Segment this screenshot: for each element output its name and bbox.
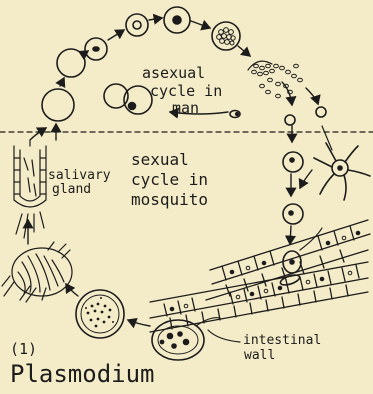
sporozoite-release — [2, 242, 72, 302]
salivary-gland-label-line-1: salivary — [48, 169, 111, 182]
intestinal-wall-label-line-1: intestinal — [243, 334, 321, 347]
intestinal-wall-label-line-2: wall — [244, 349, 275, 362]
salivary-gland-label-line-2: gland — [52, 183, 91, 196]
ookinete-penetrating — [279, 273, 300, 287]
sexual-label-line-1: sexual — [131, 152, 189, 168]
mature-to-sporozoite-arrow — [66, 284, 78, 296]
mature-oocyst — [76, 290, 124, 338]
gametocyte-stages — [283, 126, 370, 273]
intestinal-wall-cells — [150, 220, 370, 332]
gland-to-man-arrow — [30, 128, 46, 140]
figure-caption: Plasmodium — [10, 362, 155, 386]
asexual-label-line-3: man — [172, 101, 199, 116]
salivary-gland — [14, 140, 46, 238]
sexual-label-line-2: cycle in — [131, 172, 208, 188]
asexual-label-line-2: cycle in — [150, 84, 222, 99]
oocyst — [152, 318, 220, 360]
asexual-label-line-1: asexual — [142, 66, 205, 81]
sexual-label-line-3: mosquito — [131, 192, 208, 208]
intestinal-wall-pointer — [208, 330, 240, 342]
oocyst-to-mature-arrow — [128, 320, 150, 326]
figure-number: (1) — [10, 342, 37, 357]
